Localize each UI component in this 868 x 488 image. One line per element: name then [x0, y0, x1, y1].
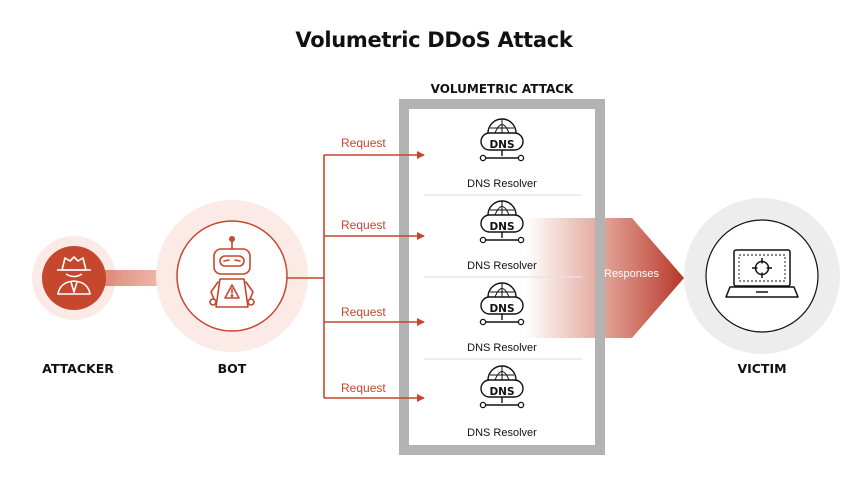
- bot-label: BOT: [217, 361, 247, 376]
- volumetric-attack-box: [399, 99, 605, 455]
- request-label: Request: [341, 218, 386, 232]
- volumetric-attack-title: VOLUMETRIC ATTACK: [430, 82, 574, 96]
- robot-icon: [209, 236, 255, 308]
- spy-icon: [57, 256, 91, 295]
- attacker-circle: [42, 246, 106, 310]
- dns-server-icon: [479, 282, 525, 326]
- request-label: Request: [341, 381, 386, 395]
- request-label: Request: [341, 136, 386, 150]
- dns-icon-text: DNS: [489, 139, 514, 151]
- request-arrows: [287, 151, 425, 402]
- dns-icon-text: DNS: [489, 303, 514, 315]
- request-label: Request: [341, 305, 386, 319]
- laptop-target-icon: [725, 249, 799, 298]
- dns-icon-text: DNS: [489, 221, 514, 233]
- dns-resolver-label: DNS Resolver: [467, 260, 537, 272]
- dns-resolver-label: DNS Resolver: [467, 178, 537, 190]
- resolver-separators: [424, 194, 582, 360]
- dns-resolver-label: DNS Resolver: [467, 342, 537, 354]
- attacker-label: ATTACKER: [42, 361, 114, 376]
- victim-label: VICTIM: [737, 361, 787, 376]
- dns-server-icon: [479, 365, 525, 409]
- responses-label: Responses: [604, 268, 660, 280]
- dns-icon-text: DNS: [489, 386, 514, 398]
- dns-resolver-label: DNS Resolver: [467, 427, 537, 439]
- dns-server-icon: [479, 118, 525, 162]
- dns-server-icon: [479, 200, 525, 244]
- bot-circle: [176, 220, 288, 332]
- diagram-title: Volumetric DDoS Attack: [295, 28, 573, 52]
